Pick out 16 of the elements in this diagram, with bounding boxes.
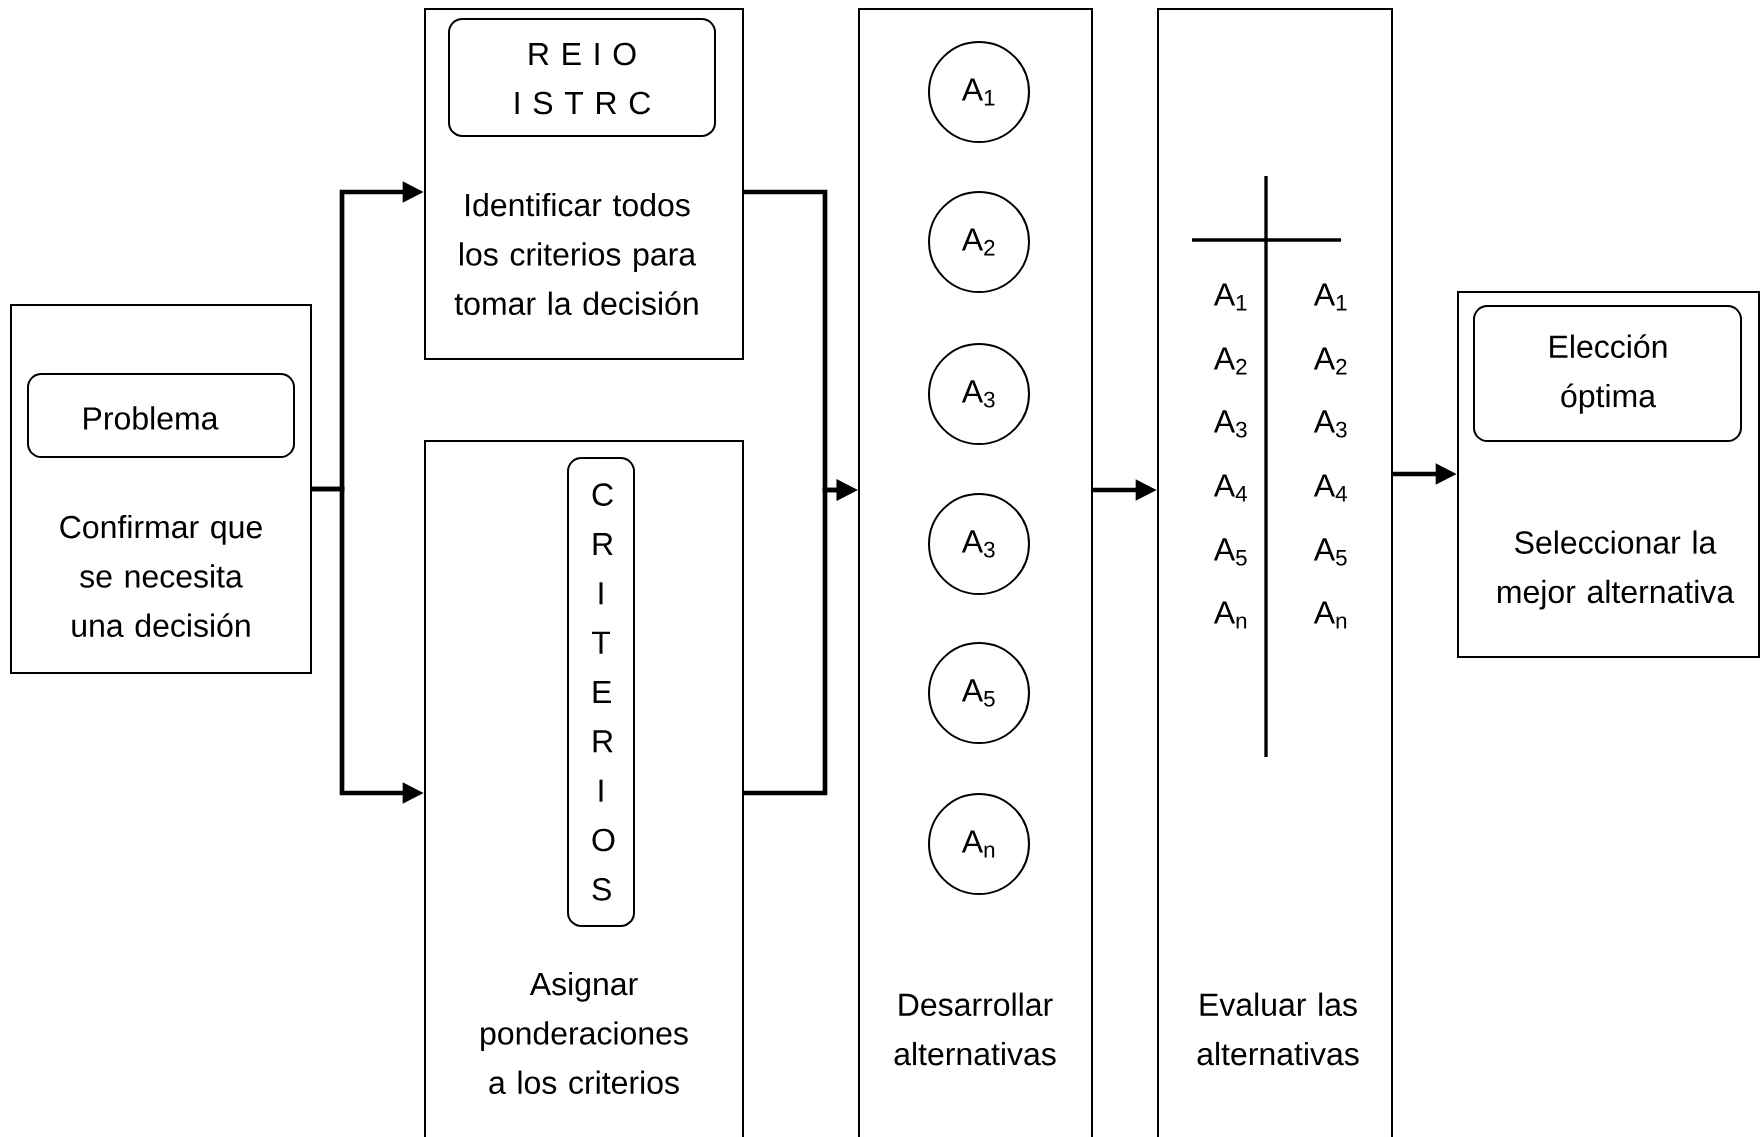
rounded-box: R E I O I S T R C: [448, 18, 716, 137]
rounded-box: Elección óptima: [1473, 305, 1742, 442]
alternative-label: A$_{5}$: [1313, 538, 1347, 566]
alternative-label: A$_{2}$: [1313, 347, 1347, 375]
alternative-label: A$_{3}$: [1313, 410, 1347, 438]
rounded-box: Problema: [27, 373, 295, 458]
alternative-label: A$_{5}$: [1213, 538, 1247, 566]
alternative-label: A$_{2}$: [1213, 347, 1247, 375]
alternative-label: A$_{1}$: [1213, 283, 1247, 311]
alternative-label: A$_{1}$: [1313, 283, 1347, 311]
alternative-label: A$_{n}$: [1213, 601, 1247, 629]
alternative-label: A$_{4}$: [1213, 474, 1247, 502]
alternative-label: A$_{4}$: [1313, 474, 1347, 502]
alternative-label: A$_{3}$: [1213, 410, 1247, 438]
alternative-label: A$_{n}$: [1313, 601, 1347, 629]
rounded-box: C R I T E R I O S: [567, 457, 635, 927]
